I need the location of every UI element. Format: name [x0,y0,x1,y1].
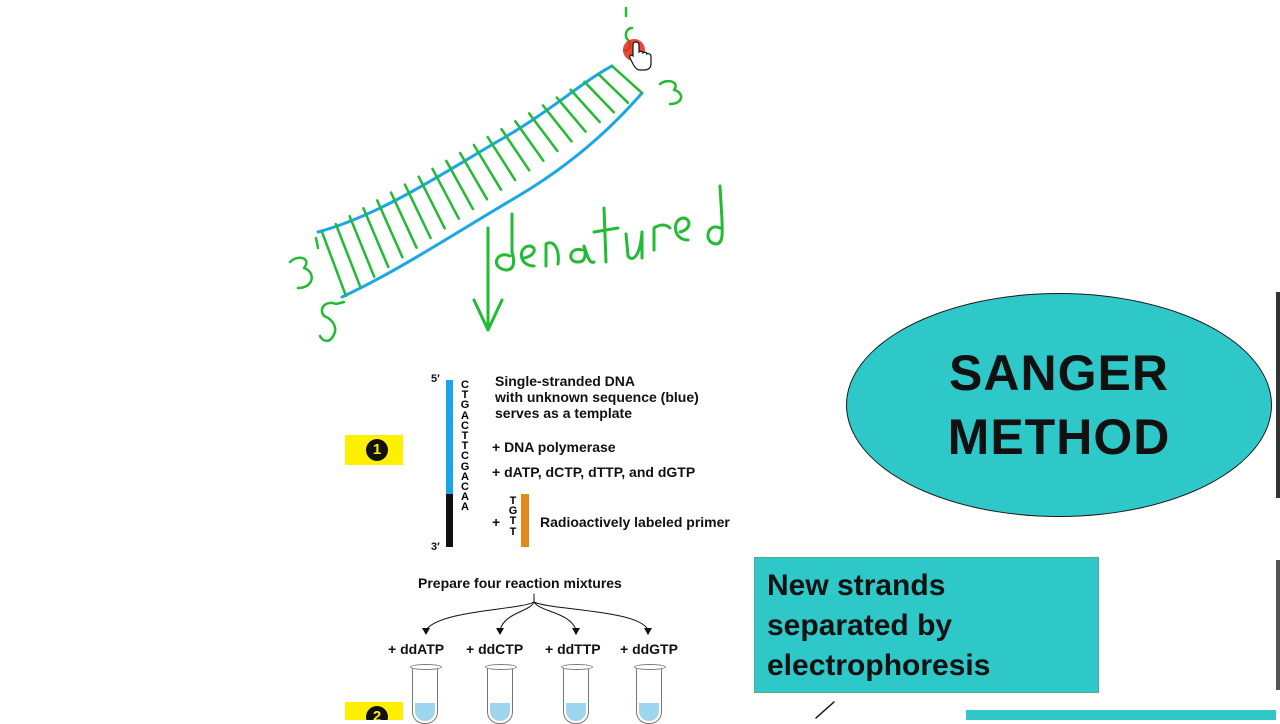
denatured-word [495,184,724,272]
denature-arrow [472,226,504,332]
box-line-1: New strands [767,569,946,602]
primer-base: T [509,525,517,538]
base-pair-rungs [320,64,644,298]
base-pair-rung [348,214,376,278]
electrophoresis-box: New strands separated by electrophoresis [754,557,1099,693]
template-base: T [461,389,469,402]
template-base: C [461,481,469,494]
base-pair-rung [527,112,559,153]
primer-base: G [508,505,518,518]
template-base: T [461,430,469,443]
base-pair-rung [555,96,587,133]
base-pair-rung [569,88,601,124]
template-base: A [461,501,469,514]
base-pair-rung [403,183,432,240]
base-pair-rung [541,104,573,143]
base-pair-rung [472,143,503,191]
base-pair-rung [596,72,630,104]
tube-label-ddatp: + ddATP [388,641,445,657]
primer-base: T [509,495,517,507]
template-base: A [461,409,469,422]
title-line-2: METHOD [947,409,1171,465]
base-pair-rung [334,222,362,288]
template-base: A [461,470,469,483]
base-pair-rung [417,175,446,230]
base-pair-rung [514,120,545,162]
dntps-label: + dATP, dCTP, dTTP, and dGTP [492,464,696,480]
polymerase-label: + DNA polymerase [492,439,616,455]
step-1-badge: 1 [345,435,403,465]
template-base: G [460,399,470,412]
base-pair-rung [610,64,644,95]
step-2-number: 2 [366,706,388,720]
template-base: C [461,450,469,463]
test-tube [561,664,593,724]
branch-arrowheads [422,628,652,635]
template-base: C [461,419,469,432]
template-base: C [461,379,469,391]
edge-artifact [1276,292,1280,498]
base-pair-rung [320,230,348,298]
five-prime-label: 5′ [431,373,440,385]
title-line-1: SANGER [949,345,1169,401]
label-3-right [658,79,683,106]
template-base: T [461,440,469,453]
primer-bar [521,494,529,547]
pointer-line [815,701,835,719]
base-pair-rung [500,127,531,172]
label-5-left [318,300,346,343]
base-pair-rung [445,159,475,211]
template-base: A [461,491,469,504]
mixture-branches [425,593,649,631]
step-2-badge: 2 [345,702,403,720]
bottom-teal-strip [966,710,1276,720]
template-line: with unknown sequence (blue) [495,389,699,405]
box-line-2: separated by [767,609,953,642]
primer-label: Radioactively labeled primer [540,514,730,530]
three-prime-label: 3′ [431,541,440,553]
base-pair-rung [375,199,404,259]
template-base: G [460,460,470,473]
base-pair-rung [362,207,390,269]
edge-artifact-2 [1276,560,1280,690]
label-3-left [288,236,320,290]
box-line-3: electrophoresis [767,649,991,682]
template-strand-black [446,494,453,547]
step-1-number: 1 [366,439,388,461]
title-oval: SANGER METHOD [846,293,1272,517]
test-tube [634,664,666,724]
base-pair-rung [389,191,418,249]
template-strand-blue [446,380,453,494]
test-tube [410,664,442,724]
base-pair-rung [583,80,616,114]
base-pair-rung [431,167,461,220]
template-line: Single-stranded DNA [495,373,636,389]
dna-strand-top [316,64,614,234]
template-description: Single-stranded DNA with unknown sequenc… [495,373,699,421]
test-tube [485,664,517,724]
tube-label-ddttp: + ddTTP [545,641,601,657]
dna-strand-bottom [340,91,644,299]
tube-label-ddgtp: + ddGTP [620,641,678,657]
template-line: serves as a template [495,405,632,421]
base-pair-rung [486,135,517,182]
hand-cursor-icon [629,41,652,71]
primer-base: T [509,515,517,528]
base-pair-rung [458,151,489,201]
primer-plus: + [492,514,501,530]
prepare-label: Prepare four reaction mixtures [418,575,622,591]
tube-label-ddctp: + ddCTP [466,641,524,657]
